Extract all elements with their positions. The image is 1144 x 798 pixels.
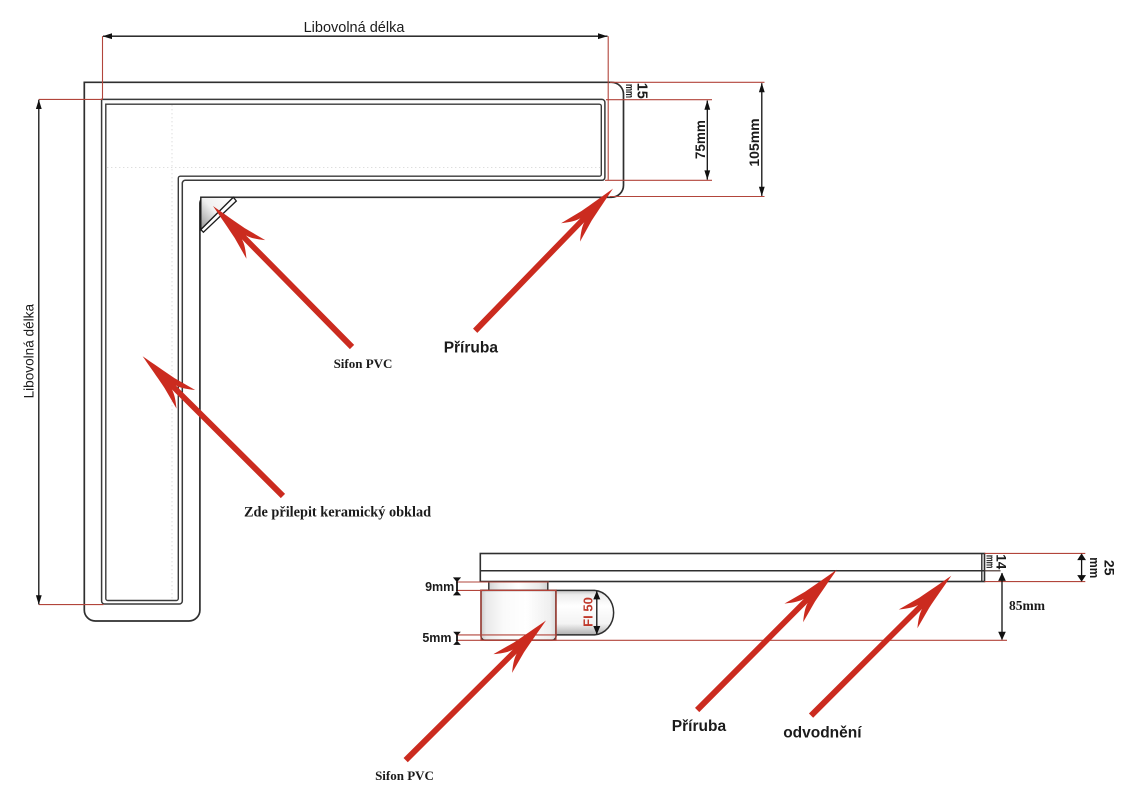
svg-text:85mm: 85mm (1009, 598, 1046, 613)
svg-text:9mm: 9mm (425, 580, 454, 594)
svg-text:5mm: 5mm (422, 631, 451, 645)
svg-text:Příruba: Příruba (672, 718, 727, 735)
svg-text:Zde přilepit keramický obklad: Zde přilepit keramický obklad (244, 505, 431, 521)
svg-text:75mm: 75mm (693, 120, 708, 159)
svg-text:odvodnění: odvodnění (783, 725, 862, 742)
svg-text:mm: mm (984, 555, 996, 569)
svg-text:15: 15 (634, 83, 650, 99)
svg-text:Sifon PVC: Sifon PVC (334, 356, 393, 371)
svg-text:Sifon PVC: Sifon PVC (375, 768, 434, 783)
svg-text:14: 14 (993, 554, 1008, 570)
svg-text:Příruba: Příruba (444, 339, 499, 356)
svg-text:mm: mm (623, 84, 635, 98)
svg-text:105mm: 105mm (746, 118, 762, 166)
svg-text:FI 50: FI 50 (581, 597, 596, 627)
svg-text:mm: mm (1087, 557, 1102, 578)
svg-text:Libovolná délka: Libovolná délka (22, 304, 37, 399)
svg-text:Libovolná délka: Libovolná délka (304, 20, 406, 36)
svg-text:25: 25 (1101, 560, 1117, 576)
